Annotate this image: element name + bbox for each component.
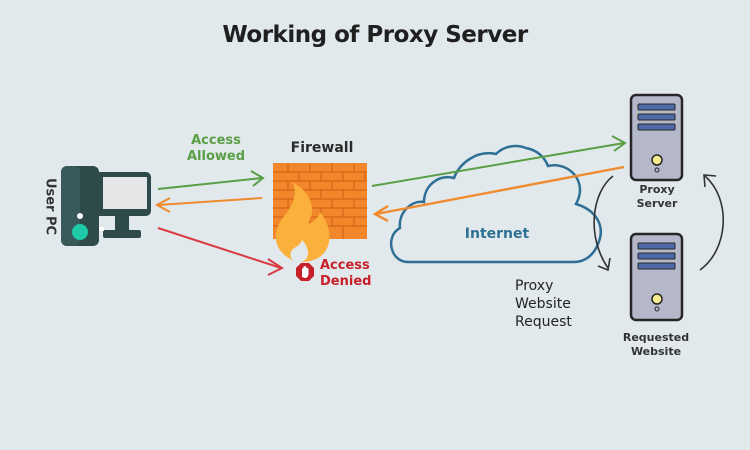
access-denied-line1: Access (320, 258, 370, 273)
proxy-server-line1: Proxy (639, 183, 675, 196)
firewall-label: Firewall (290, 140, 354, 156)
requested-website-line2: Website (630, 345, 682, 358)
proxy-request-line1: Proxy (515, 278, 554, 294)
proxy-request-line3: Request (515, 314, 572, 330)
arrow-requested-to-proxy (699, 174, 725, 271)
access-denied-line2: Denied (320, 274, 372, 289)
proxy-request-line2: Website (515, 296, 571, 312)
proxy-server-line2: Server (636, 197, 678, 210)
requested-website-line1: Requested (622, 331, 690, 344)
internet-label: Internet (464, 226, 530, 242)
arrow-proxy-to-requested (593, 175, 614, 272)
arrow-response-proxy-to-firewall (372, 165, 625, 223)
proxy-server-icon (629, 93, 684, 182)
requested-website-label: Requested Website (606, 331, 706, 359)
access-denied-label: Access Denied (320, 258, 382, 290)
access-allowed-line1: Access (191, 133, 241, 148)
arrow-allowed-pc-to-firewall (157, 170, 265, 190)
arrow-response-firewall-to-pc (154, 197, 263, 213)
flame-icon (275, 182, 330, 262)
proxy-website-request-label: Proxy Website Request (515, 277, 605, 331)
proxy-server-label: Proxy Server (622, 183, 692, 211)
arrow-denied-pc-to-firewall (157, 227, 285, 276)
user-pc-label: User PC (42, 177, 58, 236)
power-button-icon (72, 224, 88, 240)
stop-hand-icon (296, 263, 314, 281)
access-allowed-label: Access Allowed (176, 133, 256, 165)
access-allowed-line2: Allowed (186, 149, 246, 164)
firewall-icon (273, 163, 367, 262)
desktop-computer-icon (61, 166, 151, 246)
arrow-allowed-firewall-to-proxy (371, 135, 627, 187)
power-led-icon (77, 213, 83, 219)
diagram-title: Working of Proxy Server (222, 22, 528, 48)
requested-website-server-icon (629, 232, 684, 322)
